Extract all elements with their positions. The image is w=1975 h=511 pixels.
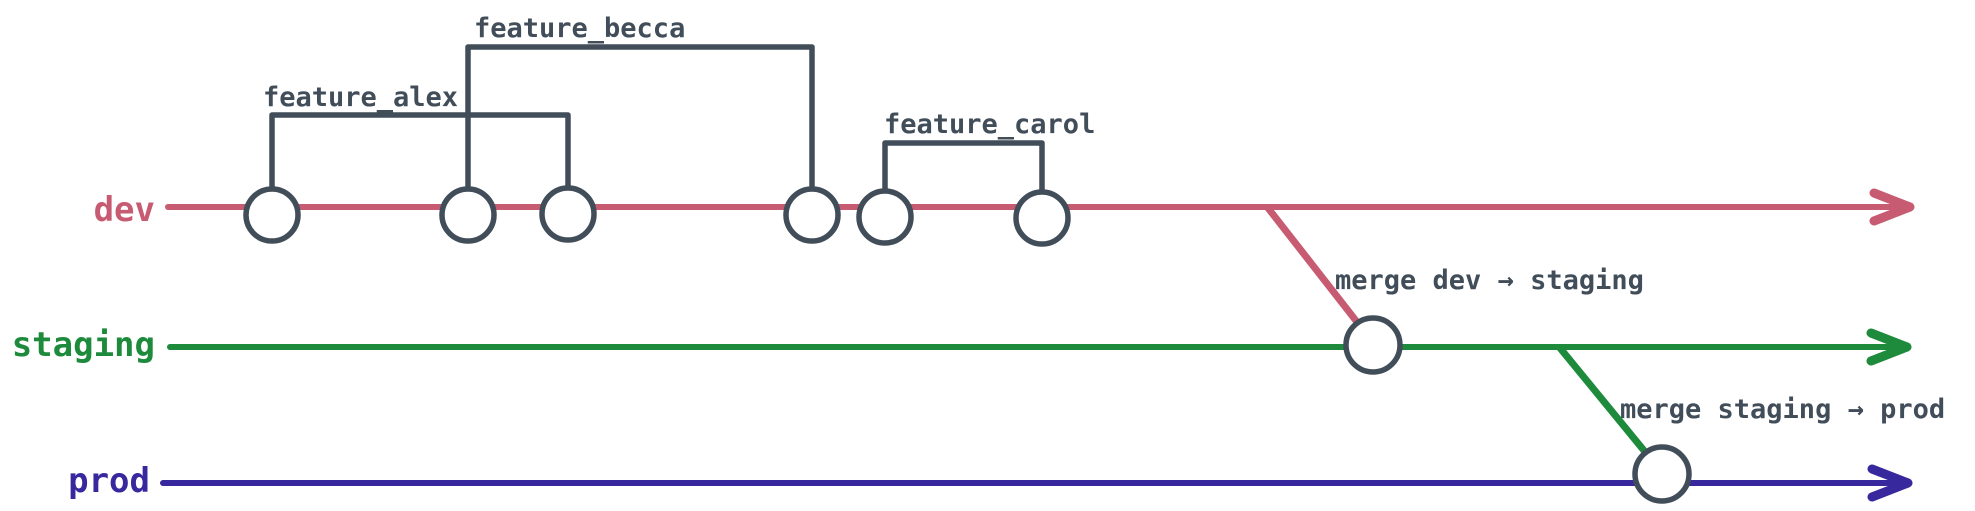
merge-label-dev-staging: merge dev → staging — [1335, 265, 1644, 296]
commit-node-prod-merge — [1632, 444, 1692, 504]
commit-node-dev-6 — [1013, 189, 1071, 247]
feature-label-alex: feature_alex — [263, 82, 458, 113]
branch-arrowhead-dev — [1869, 188, 1915, 226]
branch-label-dev: dev — [94, 190, 155, 230]
branch-arrowhead-staging — [1866, 328, 1912, 366]
feature-bracket-alex — [269, 112, 571, 193]
branch-label-prod: prod — [68, 461, 150, 501]
branch-label-staging: staging — [12, 325, 155, 365]
commit-node-staging-merge — [1343, 315, 1403, 375]
merge-label-staging-prod: merge staging → prod — [1620, 394, 1945, 425]
commit-node-dev-2 — [439, 186, 497, 244]
commit-node-dev-4 — [783, 186, 841, 244]
merge-edge-dev-staging — [1264, 204, 1361, 326]
commit-node-dev-1 — [243, 186, 301, 244]
merge-edge-staging-prod — [1556, 344, 1650, 457]
feature-label-carol: feature_carol — [884, 109, 1095, 140]
feature-bracket-carol — [882, 140, 1045, 193]
feature-bracket-becca — [465, 44, 815, 193]
commit-node-dev-3 — [539, 185, 597, 243]
feature-label-becca: feature_becca — [474, 13, 685, 44]
commit-node-dev-5 — [856, 188, 914, 246]
branch-arrowhead-prod — [1867, 464, 1913, 502]
